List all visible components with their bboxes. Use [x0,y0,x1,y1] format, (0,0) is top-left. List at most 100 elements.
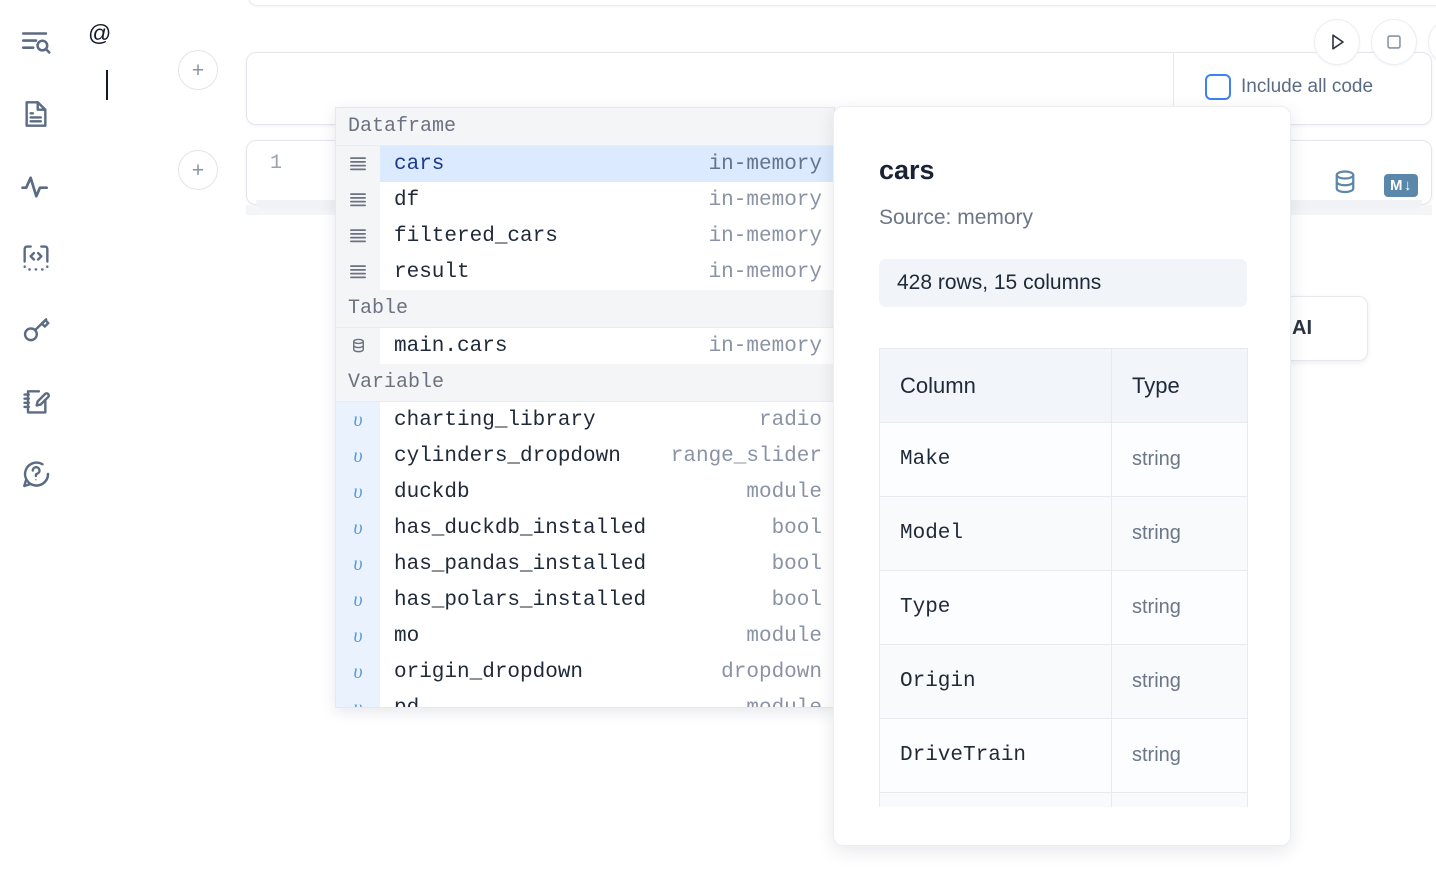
autocomplete-item-type: module [746,624,822,648]
text-cursor [106,70,108,100]
autocomplete-item[interactable]: υ charting_library radio [336,402,834,438]
autocomplete-item-name: cylinders_dropdown [394,444,621,468]
autocomplete-item-name: df [394,188,420,212]
help-chat-icon[interactable] [12,448,60,500]
autocomplete-item[interactable]: υ cylinders_dropdown range_slider [336,438,834,474]
run-button[interactable] [1314,19,1360,65]
autocomplete-item-type: in-memory [708,260,822,284]
dataframe-icon [336,218,380,254]
variable-icon: υ [336,474,380,510]
autocomplete-item-type: in-memory [708,188,822,212]
autocomplete-group-header: Dataframe [336,108,834,146]
markdown-letter: M [1390,177,1403,194]
autocomplete-item-name: charting_library [394,408,596,432]
markdown-arrow: ↓ [1404,177,1412,194]
autocomplete-item[interactable]: υ has_duckdb_installed bool [336,510,834,546]
autocomplete-item[interactable]: υ has_pandas_installed bool [336,546,834,582]
include-all-code-checkbox[interactable] [1205,74,1231,100]
dataframe-icon [336,146,380,182]
code-snippet-icon[interactable] [12,232,60,284]
variable-icon: υ [336,510,380,546]
autocomplete-item[interactable]: df in-memory [336,182,834,218]
schema-col-header-column: Column [879,348,1112,423]
prompt-card-divider [1173,53,1174,126]
autocomplete-group-header: Table [336,290,834,328]
autocomplete-item-name: filtered_cars [394,224,558,248]
schema-column-name: Origin [879,644,1112,719]
variable-icon: υ [336,618,380,654]
schema-column-type: string [1111,718,1248,793]
autocomplete-item-type: bool [771,588,822,612]
database-icon[interactable] [1330,168,1360,203]
search-outline-icon[interactable] [12,16,60,68]
autocomplete-item-name: has_duckdb_installed [394,516,647,540]
schema-column-type: string [1111,644,1248,719]
autocomplete-group-header: Variable [336,364,834,402]
file-document-icon[interactable] [12,88,60,140]
table-icon [336,328,380,364]
schema-column-type: string [1111,496,1248,571]
autocomplete-item-type: module [746,480,822,504]
schema-column-name [879,792,1112,807]
markdown-icon[interactable]: M↓ [1384,174,1418,197]
schema-column-name: Model [879,496,1112,571]
schema-row [879,792,1248,807]
cell-toolbar-icons: M↓ [1330,168,1418,203]
autocomplete-item-type: in-memory [708,334,822,358]
autocomplete-item-type: radio [758,408,822,432]
variable-icon: υ [336,402,380,438]
variable-icon: υ [336,690,380,707]
autocomplete-item-name: main.cars [394,334,508,358]
add-cell-button-bottom[interactable]: + [178,150,218,190]
variable-icon: υ [336,546,380,582]
autocomplete-item-type: range_slider [670,444,822,468]
variable-icon: υ [336,582,380,618]
schema-column-type: string [1111,570,1248,645]
line-number: 1 [270,152,283,175]
autocomplete-item-name: pd [394,696,420,708]
add-cell-button-top[interactable]: + [178,50,218,90]
dataframe-preview-panel: cars Source: memory 428 rows, 15 columns… [833,106,1291,846]
schema-column-name: Make [879,422,1112,497]
autocomplete-item-name: origin_dropdown [394,660,584,684]
autocomplete-item-name: has_pandas_installed [394,552,647,576]
stop-button[interactable] [1371,19,1417,65]
autocomplete-item[interactable]: main.cars in-memory [336,328,834,364]
schema-column-name: DriveTrain [879,718,1112,793]
autocomplete-item-type: bool [771,516,822,540]
preview-title: cars [879,155,935,185]
include-all-code-toggle[interactable]: Include all code [1205,74,1373,100]
activity-pulse-icon[interactable] [12,160,60,212]
variable-icon: υ [336,438,380,474]
schema-col-header-type: Type [1111,348,1248,423]
autocomplete-item-type: in-memory [708,152,822,176]
left-sidebar [0,0,72,874]
ai-prompt-input[interactable]: @ [88,20,112,46]
previous-cell-card [248,0,1436,6]
autocomplete-item-type: bool [771,552,822,576]
schema-header-row: Column Type [879,348,1248,423]
key-secrets-icon[interactable] [12,304,60,356]
autocomplete-item-name: mo [394,624,420,648]
preview-stats-badge: 428 rows, 15 columns [879,259,1247,307]
notebook-edit-icon[interactable] [12,376,60,428]
preview-source: Source: memory [879,206,1034,229]
variable-icon: υ [336,654,380,690]
